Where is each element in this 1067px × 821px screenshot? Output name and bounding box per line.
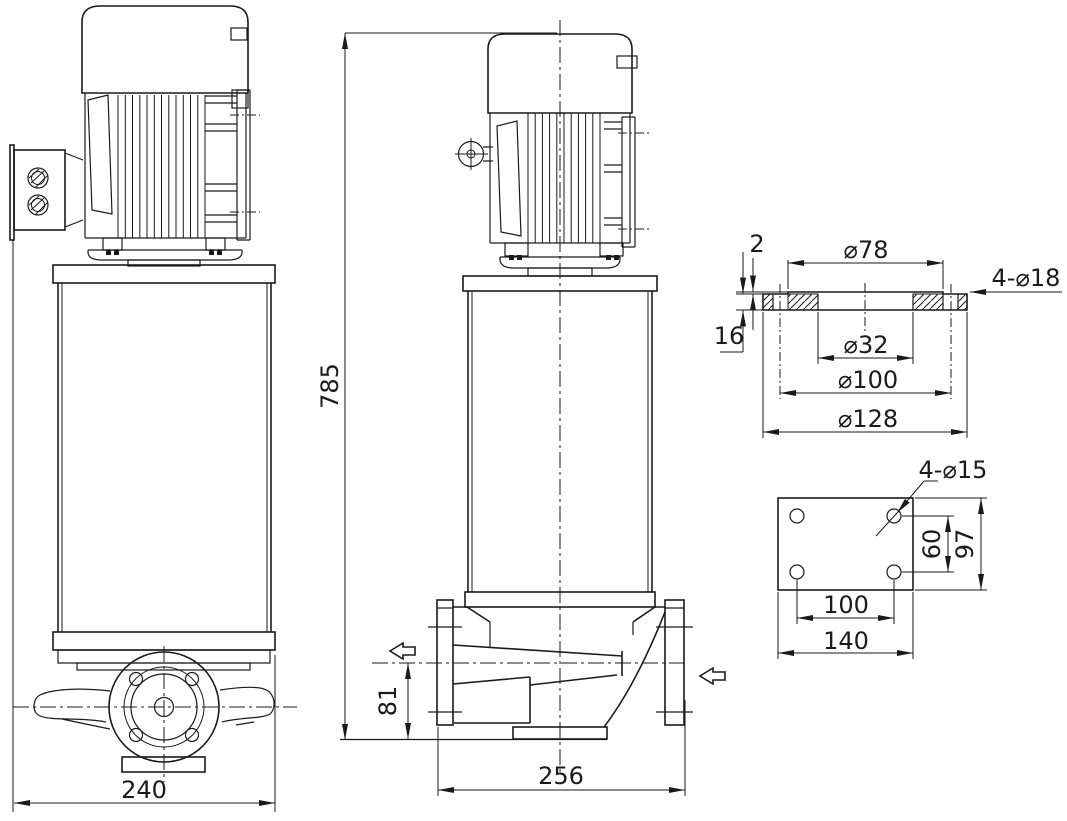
motor-foot xyxy=(504,242,529,257)
cable-gland xyxy=(27,194,49,216)
dim-97: 97 xyxy=(915,497,987,591)
handle-left xyxy=(33,688,111,730)
foot-bolts xyxy=(106,250,222,255)
pump-barrel-side xyxy=(462,275,658,608)
front-view: 240 xyxy=(9,5,297,812)
dim-16-text: 16 xyxy=(714,322,745,350)
side-view: 785 81 256 xyxy=(316,20,726,796)
bolt-hole xyxy=(128,671,144,687)
pump-barrel-front xyxy=(52,264,276,651)
flow-arrow-discharge xyxy=(388,641,416,661)
bolt-hole xyxy=(184,671,200,687)
dim-97-text: 97 xyxy=(951,529,979,560)
motor-fins xyxy=(117,95,206,238)
motor-bracket xyxy=(604,116,636,248)
volute-side xyxy=(372,599,693,740)
bracket-centerline-marks xyxy=(618,132,650,230)
dim-60-text: 60 xyxy=(918,529,946,560)
motor-side-panel xyxy=(87,94,113,215)
dim-100bc-text: ⌀100 xyxy=(838,366,898,394)
dim-240: 240 xyxy=(12,240,276,812)
motor-cap-detail xyxy=(230,27,248,41)
base-plate-outline xyxy=(777,497,914,591)
dim-785-text: 785 xyxy=(316,363,344,409)
motor-adapter xyxy=(127,259,201,267)
anchor-hole xyxy=(789,564,805,580)
dim-240-text: 240 xyxy=(121,776,167,804)
motor-side xyxy=(455,33,650,277)
dim-81-text: 81 xyxy=(374,686,402,717)
motor-foot xyxy=(599,242,624,257)
motor-front xyxy=(81,5,260,267)
dim-78-text: ⌀78 xyxy=(844,236,889,264)
motor-side-panel xyxy=(496,120,522,237)
dim-785: 785 xyxy=(316,32,557,740)
foot-bolts xyxy=(509,255,619,260)
dim-32-text: ⌀32 xyxy=(844,331,889,359)
dim-128-text: ⌀128 xyxy=(838,405,898,433)
dim-4x15: 4-⌀15 xyxy=(875,456,988,537)
base-plate-detail: 4-⌀15 60 97 100 140 xyxy=(777,456,988,659)
dim-4x15-text: 4-⌀15 xyxy=(919,456,988,484)
terminal-box xyxy=(9,144,84,241)
dim-100-text: 100 xyxy=(823,591,869,619)
anchor-hole xyxy=(789,508,805,524)
motor-bracket xyxy=(205,89,251,241)
motor-foot xyxy=(205,237,226,251)
dim-140: 140 xyxy=(777,592,914,659)
dim-2-text: 2 xyxy=(749,230,764,258)
anchor-hole xyxy=(886,564,902,580)
anchor-hole xyxy=(886,508,902,524)
motor-fins xyxy=(527,113,601,243)
dim-256-text: 256 xyxy=(538,762,584,790)
motor-cap-detail xyxy=(616,55,638,69)
dim-16: 16 xyxy=(714,252,763,353)
cable-gland xyxy=(27,167,49,189)
dim-128: ⌀128 xyxy=(762,312,968,438)
dim-60: 60 xyxy=(902,515,954,573)
dim-81: 81 xyxy=(374,663,411,739)
flange-bolt-ticks xyxy=(428,626,462,713)
bracket-centerline-marks xyxy=(230,114,260,213)
eyebolt xyxy=(455,138,493,170)
volute-front xyxy=(13,646,297,782)
flange-detail: 2 16 ⌀78 4-⌀18 ⌀32 ⌀100 xyxy=(714,230,1062,438)
bolt-hole-centerlines xyxy=(779,284,952,399)
dim-32: ⌀32 xyxy=(817,312,914,364)
dim-78: ⌀78 xyxy=(787,236,944,289)
bolt-hole xyxy=(184,727,200,743)
dim-256: 256 xyxy=(437,700,686,796)
dim-4x18: 4-⌀18 xyxy=(970,264,1062,295)
volute-curve xyxy=(603,611,666,728)
flange-bolt-ticks xyxy=(656,626,693,713)
dim-4x18-text: 4-⌀18 xyxy=(992,264,1061,292)
dim-100-plate: 100 xyxy=(796,580,895,624)
bolt-hole xyxy=(128,727,144,743)
handle-right xyxy=(219,686,275,726)
motor-foot xyxy=(102,237,123,251)
dim-140-text: 140 xyxy=(823,627,869,655)
flow-arrow-suction xyxy=(698,666,726,686)
dim-100-bc: ⌀100 xyxy=(780,366,951,396)
